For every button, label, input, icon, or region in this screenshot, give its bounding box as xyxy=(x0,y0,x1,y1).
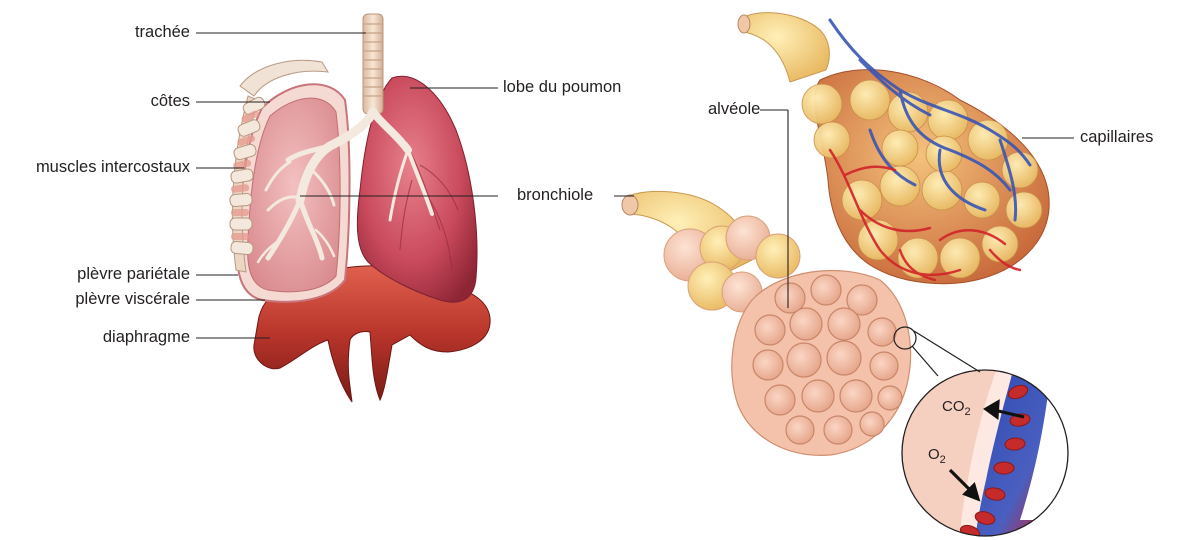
trachea-shape xyxy=(363,14,383,114)
alveoli-figure xyxy=(622,13,1075,540)
label-intercostal-muscles: muscles intercostaux xyxy=(0,157,190,177)
capillary-network xyxy=(802,20,1049,284)
gas-exchange-zoom xyxy=(894,327,1075,540)
label-capillaries: capillaires xyxy=(1080,127,1153,147)
label-visceral-pleura: plèvre viscérale xyxy=(20,289,190,309)
label-lung-lobe: lobe du poumon xyxy=(503,77,621,97)
label-bronchiole: bronchiole xyxy=(517,185,593,205)
label-parietal-pleura: plèvre pariétale xyxy=(20,264,190,284)
label-trachea: trachée xyxy=(40,22,190,42)
co2-label: CO2 xyxy=(942,398,971,418)
lungs-figure xyxy=(230,14,491,402)
label-ribs: côtes xyxy=(40,91,190,111)
label-alveolus: alvéole xyxy=(708,99,760,119)
upper-bronchiole-tube xyxy=(742,13,829,82)
o2-label: O2 xyxy=(928,446,946,466)
label-diaphragm: diaphragme xyxy=(20,327,190,347)
